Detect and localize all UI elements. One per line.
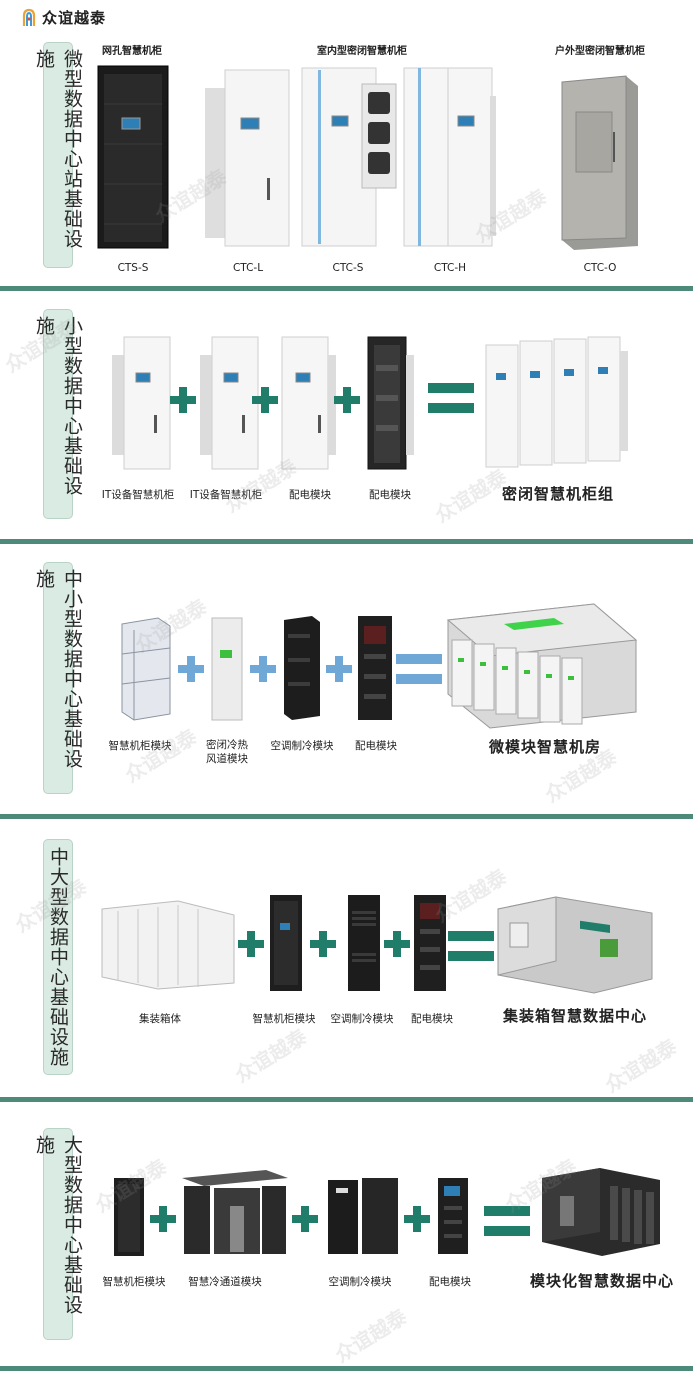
module-caption: 智慧机柜模块: [252, 1013, 316, 1025]
ac-cooling-module-image: [284, 616, 320, 720]
section-label: 中小型数据中心基础设施: [33, 562, 83, 794]
section-small: 小型数据中心基础设施 IT设备智慧机柜 IT设备智慧机柜 配电模块 配电模块 密…: [0, 291, 693, 539]
black-mesh-cabinet-image: [97, 65, 169, 249]
plus-icon: [310, 931, 336, 957]
module-caption: 空调制冷模块: [330, 1013, 394, 1025]
section-medium-large: 中大型数据中心基础设施 集装箱体 智慧机柜模块 空调制冷模块 配电模块 集装箱智…: [0, 819, 693, 1097]
plus-icon: [334, 387, 360, 413]
plus-icon: [404, 1206, 430, 1232]
section-medium-small: 中小型数据中心基础设施 智慧机柜模块 密闭冷热风道模块 空调制冷模块 配电模块 …: [0, 544, 693, 814]
ac-cooling-module-image: [348, 895, 380, 991]
plus-icon: [326, 656, 352, 682]
module-caption: 智慧冷通道模块: [188, 1276, 262, 1288]
smart-cabinet-module-image: [270, 895, 302, 991]
brand-name: 众谊越泰: [42, 9, 107, 27]
module-caption: 集装箱体: [139, 1013, 181, 1025]
group-title: 室内型密闭智慧机柜: [317, 46, 407, 57]
module-caption: IT设备智慧机柜: [189, 489, 263, 501]
module-caption: 智慧机柜模块: [102, 1276, 166, 1288]
cold-aisle-module-image: [182, 1170, 288, 1254]
white-cabinet-ac-image: [301, 67, 397, 247]
result-caption: 密闭智慧机柜组: [501, 485, 614, 503]
plus-icon: [150, 1206, 176, 1232]
product-model: CTC-L: [232, 262, 264, 274]
plus-icon: [238, 931, 264, 957]
plus-icon: [170, 387, 196, 413]
white-cabinet-image: [205, 69, 290, 247]
micro-module-room-image: [446, 603, 638, 729]
section-label: 微型数据中心站基础设施: [33, 42, 83, 268]
power-module-image: [438, 1178, 468, 1254]
module-caption: 配电模块: [411, 1013, 453, 1025]
plus-icon: [178, 656, 204, 682]
power-module-image: [358, 616, 392, 720]
section-micro: 微型数据中心站基础设施 网孔智慧机柜 室内型密闭智慧机柜 户外型密闭智慧机柜: [0, 36, 693, 286]
module-caption: 配电模块: [289, 489, 331, 501]
section-large: 大型数据中心基础设施 智慧机柜模块 智慧冷通道模块 空调制冷模块 配电模块 模块…: [0, 1102, 693, 1366]
module-caption: IT设备智慧机柜: [101, 489, 175, 501]
product-model: CTC-H: [433, 262, 467, 274]
modular-data-center-image: [542, 1168, 660, 1256]
container-data-center-image: [497, 896, 653, 994]
result-caption: 模块化智慧数据中心: [529, 1272, 674, 1290]
equals-icon: [396, 654, 442, 684]
section-divider: [0, 539, 693, 544]
white-double-cabinet-image: [403, 67, 496, 247]
cabinet-group-image: [485, 336, 628, 468]
product-model: CTC-S: [332, 262, 364, 274]
power-module-image: [367, 336, 414, 470]
module-caption: 密闭冷热风道模块: [206, 739, 248, 765]
section-divider: [0, 814, 693, 819]
section-divider: [0, 286, 693, 291]
power-module-image: [414, 895, 446, 991]
section-divider: [0, 1366, 693, 1371]
plus-icon: [292, 1206, 318, 1232]
module-caption: 空调制冷模块: [270, 740, 334, 752]
module-caption: 配电模块: [369, 489, 411, 501]
airflow-duct-module-image: [211, 617, 243, 721]
equals-icon: [484, 1206, 530, 1236]
product-model: CTC-O: [583, 262, 617, 274]
outdoor-cabinet-image: [561, 75, 638, 250]
it-cabinet-image: [200, 336, 259, 470]
equals-icon: [448, 931, 494, 961]
result-caption: 集装箱智慧数据中心: [502, 1007, 647, 1025]
section-divider: [0, 1097, 693, 1102]
section-label: 中大型数据中心基础设施: [43, 839, 73, 1075]
equals-icon: [428, 383, 474, 413]
ac-cooling-module-image: [328, 1178, 398, 1254]
group-title: 户外型密闭智慧机柜: [555, 46, 645, 57]
power-module-image: [281, 336, 336, 470]
group-title: 网孔智慧机柜: [102, 46, 162, 57]
brand-logo-icon: [22, 8, 36, 26]
smart-cabinet-module-image: [114, 1178, 144, 1256]
module-caption: 空调制冷模块: [328, 1276, 392, 1288]
cabinet-frame-image: [121, 617, 171, 721]
container-shell-image: [101, 900, 235, 990]
plus-icon: [250, 656, 276, 682]
module-caption: 智慧机柜模块: [108, 740, 172, 752]
module-caption: 配电模块: [429, 1276, 471, 1288]
plus-icon: [252, 387, 278, 413]
module-caption: 配电模块: [355, 740, 397, 752]
page-header: 众谊越泰: [0, 0, 693, 36]
result-caption: 微模块智慧机房: [488, 738, 601, 756]
section-label: 大型数据中心基础设施: [33, 1128, 83, 1340]
it-cabinet-image: [112, 336, 171, 470]
product-model: CTS-S: [117, 262, 149, 274]
section-label: 小型数据中心基础设施: [33, 309, 83, 519]
plus-icon: [384, 931, 410, 957]
